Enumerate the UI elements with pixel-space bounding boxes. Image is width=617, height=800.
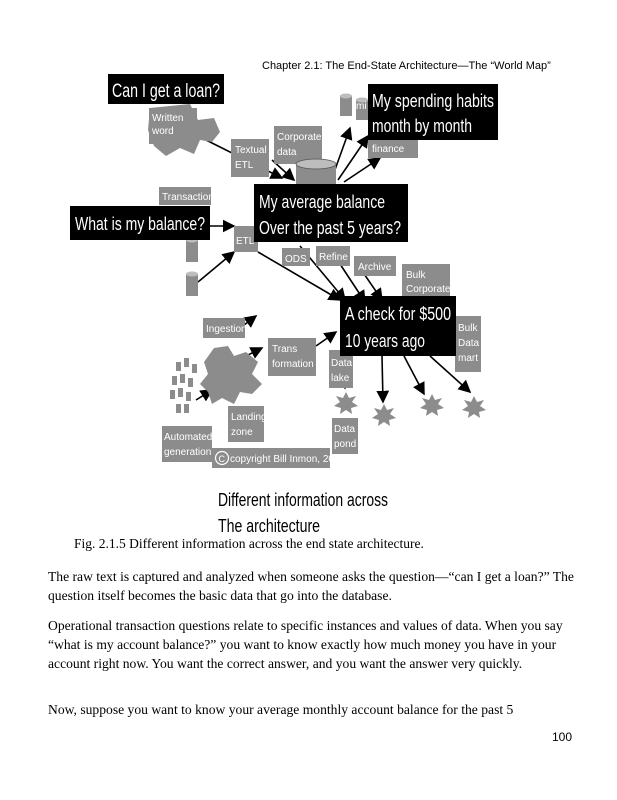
textual-etl-label-2: ETL: [235, 160, 254, 171]
paragraph-3: Now, suppose you want to know your avera…: [48, 702, 514, 717]
copyright-box: [212, 448, 330, 468]
transaction-cylinders: [186, 237, 198, 296]
running-header: Chapter 2.1: The End-State Architecture—…: [262, 60, 551, 72]
transformation-box: [268, 338, 316, 376]
automated-generation-label-2: generation: [164, 447, 211, 458]
average-question-line-1: My average balance: [259, 192, 385, 212]
figure-title-line-1: Different information across: [218, 490, 388, 510]
data-pond-box: [332, 418, 358, 454]
landing-zone-label-2: zone: [231, 427, 253, 438]
spending-question-line-1: My spending habits: [372, 91, 494, 111]
landing-zone-label-1: Landing: [231, 412, 267, 423]
copyright-label: copyright Bill Inmon, 2018: [230, 454, 346, 465]
paragraph-1: The raw text is captured and analyzed wh…: [48, 569, 574, 603]
copyright-symbol: C: [219, 454, 226, 464]
written-word-label-1: Written: [152, 113, 184, 124]
bulk-data-mart-label-3: mart: [458, 353, 478, 364]
data-lake-label-1: Data: [331, 358, 353, 369]
loan-question-box: [108, 74, 224, 104]
balance-question: What is my balance?: [75, 214, 205, 234]
paragraph-2: Operational transaction questions relate…: [48, 618, 563, 671]
check-question-line-1: A check for $500: [345, 304, 451, 324]
check-question-line-2: 10 years ago: [345, 331, 425, 351]
finance-label: finance: [372, 144, 405, 155]
transaction-label: Transaction: [162, 192, 214, 203]
transaction-box: [159, 187, 211, 205]
average-question-line-2: Over the past 5 years?: [259, 218, 401, 238]
check-question-box: [340, 296, 456, 356]
spending-question-box: [368, 84, 498, 140]
ods-label: ODS: [285, 254, 307, 265]
bulk-corporate-label-2: Corporate: [406, 284, 451, 295]
ingestion-label: Ingestion: [206, 324, 247, 335]
bulk-corporate-label-1: Bulk: [406, 270, 426, 281]
automated-generation-marks: [170, 358, 197, 413]
landing-zone-box: [228, 406, 264, 442]
loan-question: Can I get a loan?: [112, 81, 220, 102]
transformation-label-2: formation: [272, 359, 314, 370]
page-number: 100: [552, 730, 573, 744]
mi-label: mi: [356, 101, 367, 112]
mi-cylinders: [340, 93, 368, 120]
bulk-data-mart-label-1: Bulk: [458, 323, 478, 334]
bulk-data-mart-box: [455, 316, 481, 372]
figure-caption: Fig. 2.1.5 Different information across …: [74, 536, 424, 551]
balance-question-box: [70, 206, 210, 240]
bulk-corporate-box: [402, 264, 450, 298]
refine-label: Refine: [319, 252, 348, 263]
bulk-data-mart-label-2: Data: [458, 338, 480, 349]
corporate-data-box: [274, 126, 322, 164]
architecture-figure: Written word Textual ETL Corporate data …: [70, 74, 498, 535]
spending-question-line-2: month by month: [372, 116, 472, 136]
transformation-label-1: Trans: [272, 344, 297, 355]
ingestion-blob: [200, 346, 262, 404]
data-pond-label-2: pond: [334, 439, 356, 450]
ingestion-box: [203, 318, 245, 338]
copyright-symbol-circle: [214, 450, 230, 466]
data-pond-label-1: Data: [334, 424, 356, 435]
ods-box: [282, 248, 310, 266]
archive-label: Archive: [358, 262, 392, 273]
corporate-data-label-1: Corporate: [277, 132, 322, 143]
written-word-box: [149, 108, 197, 144]
average-question-box: [254, 184, 408, 242]
data-mart-starbursts: [334, 392, 486, 426]
etl-label: ETL: [236, 236, 255, 247]
written-word-label-2: word: [151, 126, 174, 137]
figure-title-line-2: The architecture: [218, 516, 320, 535]
automated-generation-label-1: Automated: [164, 432, 212, 443]
textual-etl-label-1: Textual: [235, 145, 267, 156]
data-lake-box: [329, 350, 353, 388]
refine-box: [316, 246, 350, 266]
data-lake-label-2: lake: [331, 373, 350, 384]
finance-box: [368, 140, 418, 158]
textual-etl-box: [231, 139, 269, 177]
automated-generation-box: [162, 426, 212, 462]
corporate-data-label-2: data: [277, 147, 297, 158]
archive-box: [354, 256, 396, 276]
